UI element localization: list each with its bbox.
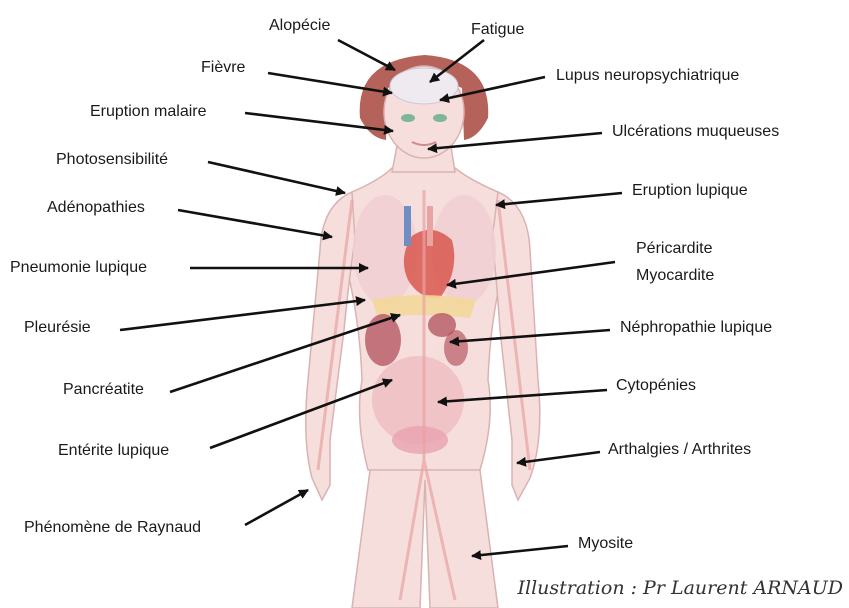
label-phenomene-de-raynaud: Phénomène de Raynaud xyxy=(24,518,201,537)
illustration-credit: Illustration : Pr Laurent ARNAUD xyxy=(517,577,843,599)
arrow-alopecie xyxy=(338,40,395,70)
label-photosensibilite: Photosensibilité xyxy=(56,150,168,169)
label-ulcerations-muqueuses: Ulcérations muqueuses xyxy=(612,122,779,141)
label-fievre: Fièvre xyxy=(201,58,245,77)
label-fatigue: Fatigue xyxy=(471,20,524,39)
label-eruption-malaire: Eruption malaire xyxy=(90,102,207,121)
label-nephropathie-lupique: Néphropathie lupique xyxy=(620,318,772,337)
arrow-eruption-lupique xyxy=(496,193,622,205)
label-myosite: Myosite xyxy=(578,534,633,553)
label-pancreatite: Pancréatite xyxy=(63,380,144,399)
label-alopecie: Alopécie xyxy=(269,16,330,35)
label-arthralgies-arthrites: Arthalgies / Arthrites xyxy=(608,440,751,459)
label-myocardite: Myocardite xyxy=(636,266,714,285)
label-adenopathies: Adénopathies xyxy=(47,198,145,217)
label-pericardite: Péricardite xyxy=(636,239,712,258)
arrow-photosensibilite xyxy=(208,162,345,193)
label-pneumonie-lupique: Pneumonie lupique xyxy=(10,258,147,277)
label-cytopenies: Cytopénies xyxy=(616,376,696,395)
label-eruption-lupique: Eruption lupique xyxy=(632,181,748,200)
arrow-raynaud xyxy=(245,490,308,525)
label-enterite-lupique: Entérite lupique xyxy=(58,441,169,460)
arrow-adenopathies xyxy=(178,210,332,237)
label-lupus-neuropsychiatrique: Lupus neuropsychiatrique xyxy=(556,66,739,85)
label-pleuresie: Pleurésie xyxy=(24,318,91,337)
